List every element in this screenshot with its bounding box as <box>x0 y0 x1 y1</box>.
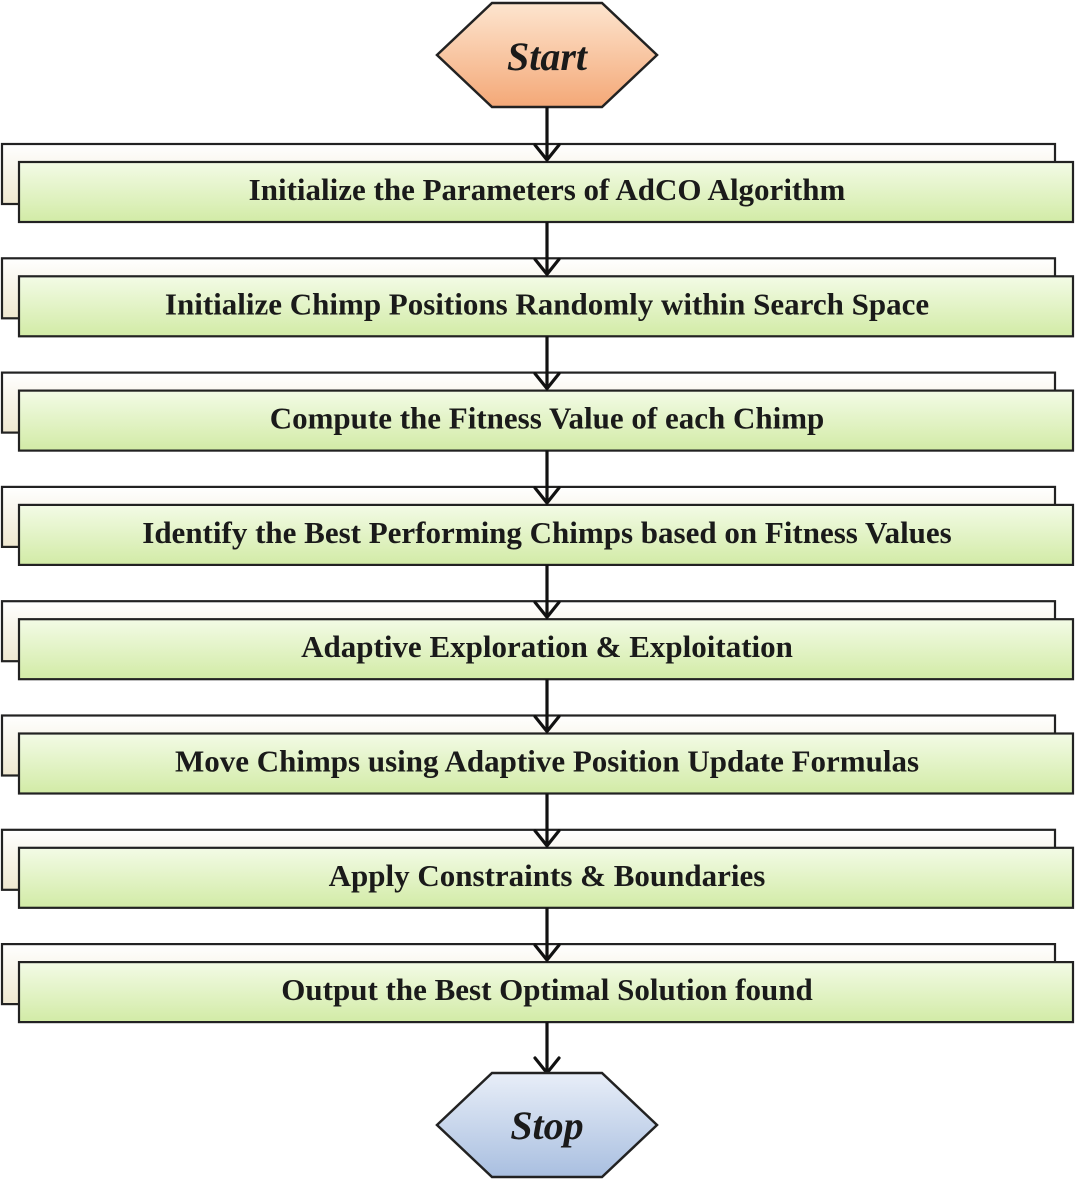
arrowhead <box>533 257 561 277</box>
arrowhead <box>533 143 561 163</box>
arrowhead <box>533 829 561 849</box>
process-step: Initialize the Parameters of AdCO Algori… <box>0 142 1075 224</box>
process-step: Move Chimps using Adaptive Position Upda… <box>0 714 1075 795</box>
arrow-connector <box>533 222 561 277</box>
stop-hexagon <box>435 1071 659 1179</box>
arrow-connector <box>533 679 561 735</box>
arrow-connector <box>533 907 561 963</box>
process-step: Initialize Chimp Positions Randomly with… <box>0 257 1075 338</box>
process-step: Identify the Best Performing Chimps base… <box>0 485 1075 566</box>
process-step: Apply Constraints & Boundaries <box>0 828 1075 909</box>
arrowhead <box>533 372 561 392</box>
start-terminal: Start <box>435 1 659 109</box>
process-step-label: Apply Constraints & Boundaries <box>329 858 766 893</box>
start-label: Start <box>507 34 589 79</box>
arrow-connector <box>533 1022 561 1076</box>
stop-terminal: Stop <box>435 1071 659 1179</box>
arrow-connector <box>533 564 561 620</box>
process-step-label: Adaptive Exploration & Exploitation <box>301 629 793 664</box>
process-step-label: Output the Best Optimal Solution found <box>281 972 812 1007</box>
process-step-box <box>17 846 1075 909</box>
arrowhead <box>533 943 561 963</box>
process-step-box <box>17 389 1075 452</box>
arrow-connector <box>533 336 561 392</box>
process-step-label: Initialize the Parameters of AdCO Algori… <box>249 172 846 207</box>
process-step-label: Compute the Fitness Value of each Chimp <box>270 401 825 436</box>
start-hexagon <box>435 1 659 109</box>
process-steps: Initialize the Parameters of AdCO Algori… <box>0 142 1075 1024</box>
process-step-box <box>17 275 1075 338</box>
process-step: Compute the Fitness Value of each Chimp <box>0 371 1075 452</box>
connector-arrows <box>533 107 561 1076</box>
process-step-label: Initialize Chimp Positions Randomly with… <box>165 286 929 321</box>
process-step-box <box>17 732 1075 795</box>
process-step: Adaptive Exploration & Exploitation <box>0 600 1075 681</box>
process-step-label: Identify the Best Performing Chimps base… <box>142 515 952 550</box>
process-step-box <box>17 503 1075 566</box>
arrow-connector <box>533 450 561 506</box>
process-step-box <box>17 960 1075 1024</box>
process-step-label: Move Chimps using Adaptive Position Upda… <box>175 744 919 779</box>
arrow-connector <box>533 793 561 849</box>
arrow-connector <box>533 107 561 163</box>
arrowhead <box>533 600 561 620</box>
stop-label: Stop <box>510 1103 583 1148</box>
arrowhead <box>533 714 561 735</box>
arrowhead <box>533 486 561 506</box>
process-step: Output the Best Optimal Solution found <box>0 942 1075 1024</box>
